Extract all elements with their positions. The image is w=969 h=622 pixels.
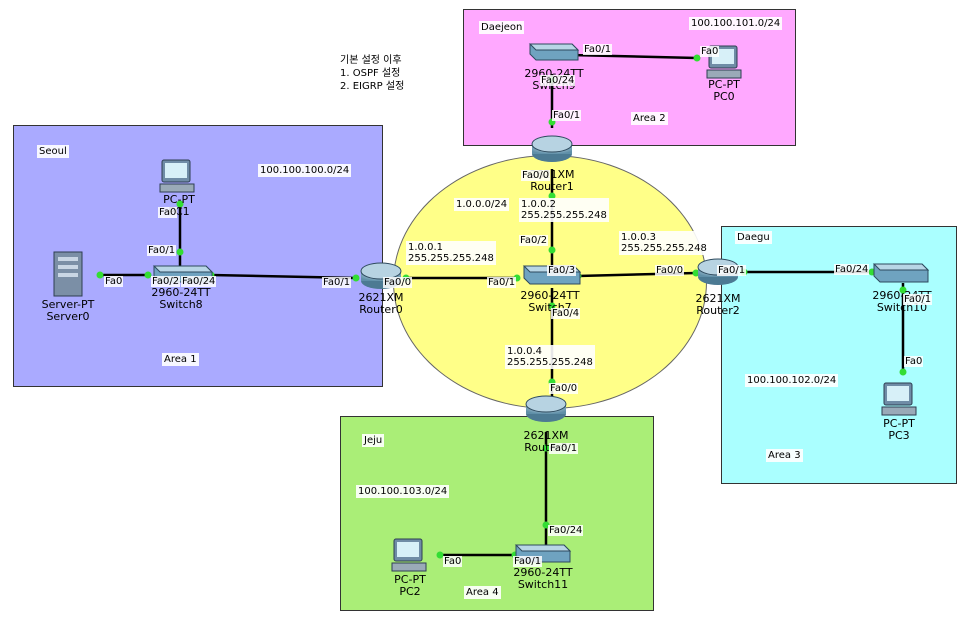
device-model: PC-PT [163,193,195,206]
area-daejeon-network: 100.100.101.0/24 [689,17,783,30]
port-label: Fa0/1 [583,44,613,55]
port-label: Fa0/24 [181,276,217,287]
port-label: Fa0/1 [487,277,517,288]
router1-ip-label: 1.0.0.2 255.255.255.248 [519,198,609,222]
router0-mask: 255.255.255.248 [408,253,494,264]
device-name: PC0 [713,90,735,103]
port-label: Fa0/3 [547,265,577,276]
area-jeju-name: Jeju [362,434,385,447]
device-model: 2621XM [695,292,741,305]
area-jeju-zone [340,416,654,611]
device-name: Switch8 [159,298,203,311]
port-label: Fa0/2 [151,276,181,287]
port-label: Fa0/1 [552,110,582,121]
port-label: Fa0/1 [903,294,933,305]
area-jeju-area: Area 4 [464,586,501,599]
device-model: 2621XM [358,291,404,304]
router3-mask: 255.255.255.248 [507,357,593,368]
pc0-device[interactable]: PC-PT PC0 [699,79,749,103]
area-daegu-network: 100.100.102.0/24 [745,374,839,387]
device-name: Router0 [359,303,403,316]
port-label: Fa0/1 [549,443,579,454]
pc3-device[interactable]: PC-PT PC3 [874,418,924,442]
switch-icon [528,43,580,61]
switch8-device[interactable]: 2960-24TT Switch8 [148,287,214,311]
port-label: Fa0/0 [549,383,579,394]
device-model: PC-PT [708,78,740,91]
device-name: PC3 [888,429,910,442]
switch-icon [872,263,930,283]
port-label: Fa0/4 [551,308,581,319]
port-label: Fa0/0 [655,265,685,276]
pc-icon [881,382,917,416]
device-model: 2960-24TT [513,566,573,579]
area-daegu-name: Daegu [735,231,772,244]
router2-ip: 1.0.0.3 [621,232,656,243]
server0-device[interactable]: Server-PT Server0 [40,299,96,323]
router2-ip-label: 1.0.0.3 255.255.255.248 [619,231,709,255]
pc2-device[interactable]: PC-PT PC2 [385,574,435,598]
port-label: Fa0 [443,556,463,567]
port-label: Fa0/24 [540,75,576,86]
router2-mask: 255.255.255.248 [621,243,707,254]
note-line: 1. OSPF 설정 [340,68,401,79]
device-name: Router1 [530,180,574,193]
area-seoul-name: Seoul [37,145,69,158]
router0-device[interactable]: 2621XM Router0 [356,292,406,316]
device-model: PC-PT [883,417,915,430]
pc-icon [391,538,427,572]
port-label: Fa0/1 [147,245,177,256]
router0-ip: 1.0.0.1 [408,242,443,253]
device-model: 2960-24TT [520,289,580,302]
device-model: 2621XM [523,429,569,442]
device-model: Server-PT [41,298,95,311]
switch11-device[interactable]: 2960-24TT Switch11 [510,567,576,591]
router-icon [525,395,567,422]
area-seoul-network: 100.100.100.0/24 [258,164,352,177]
area-seoul-area: Area 1 [162,353,199,366]
port-label: Fa0 [104,276,124,287]
port-label: Fa0/1 [717,265,747,276]
router0-ip-label: 1.0.0.1 255.255.255.248 [406,241,496,265]
port-label: Fa0 [904,356,924,367]
port-label: Fa0/0 [521,170,551,181]
device-name: Server0 [46,310,90,323]
pc-icon [159,159,195,193]
router3-ip-label: 1.0.0.4 255.255.255.248 [505,345,595,369]
note-line: 2. EIGRP 설정 [340,81,405,92]
router2-device[interactable]: 2621XM Router2 [692,293,744,317]
setup-note: 기본 설정 이후 1. OSPF 설정 2. EIGRP 설정 [340,54,405,93]
area-daegu-area: Area 3 [766,449,803,462]
router-icon [531,135,573,162]
port-label: Fa0/24 [548,525,584,536]
router3-ip: 1.0.0.4 [507,346,542,357]
area-daejeon-area: Area 2 [631,112,668,125]
device-name: Switch11 [517,578,569,591]
backbone-network: 1.0.0.0/24 [454,198,510,211]
device-model: PC-PT [394,573,426,586]
port-label: Fa0/2 [519,235,549,246]
router1-ip: 1.0.0.2 [521,199,556,210]
port-label: Fa0/0 [383,277,413,288]
port-label: Fa0 [158,207,178,218]
area-daejeon-name: Daejeon [479,21,525,34]
device-name: PC2 [399,585,421,598]
port-label: Fa0/1 [513,556,543,567]
server-icon [53,251,83,297]
port-label: Fa0/1 [322,277,352,288]
device-name: Router2 [696,304,740,317]
device-model: 2960-24TT [151,286,211,299]
port-label: Fa0 [700,46,720,57]
area-jeju-network: 100.100.103.0/24 [356,485,450,498]
note-line: 기본 설정 이후 [340,55,402,66]
port-label: Fa0/24 [834,264,870,275]
router1-mask: 255.255.255.248 [521,210,607,221]
